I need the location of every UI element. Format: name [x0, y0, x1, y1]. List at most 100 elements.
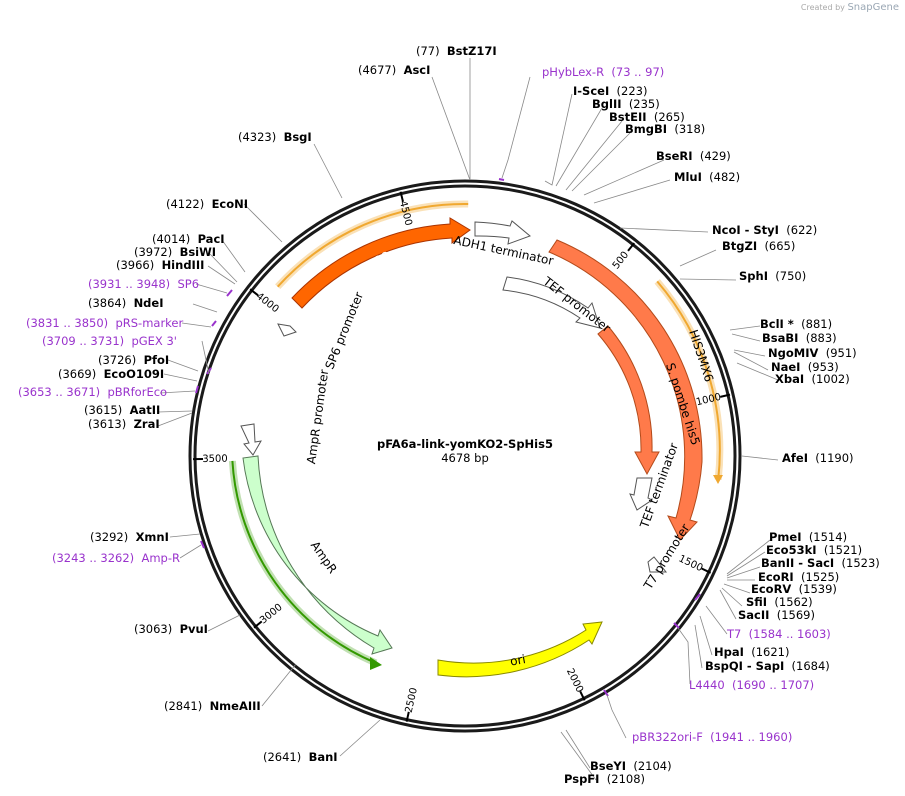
primer-label: (3931 .. 3948) SP6 — [88, 277, 199, 291]
feature-s-pombe-his5 — [597, 325, 660, 476]
label-name: pHybLex-R — [542, 65, 604, 79]
label-name: pGEX 3' — [131, 334, 177, 348]
feature-label-ampr-promoter: AmpR promoter — [304, 368, 331, 464]
feature-ampr — [242, 455, 393, 655]
tick-mark — [579, 690, 586, 701]
label-name: PmeI — [769, 530, 802, 544]
label-position: (3966) — [116, 258, 154, 272]
label-name: SphI — [739, 269, 768, 283]
site-label: (2641) BanI — [263, 750, 338, 764]
label-name: T7 — [726, 627, 741, 641]
site-label: (2841) NmeAIII — [164, 699, 261, 713]
feature-mko2 — [291, 217, 471, 309]
label-name: PspFI — [564, 772, 599, 786]
label-name: L4440 — [689, 678, 725, 692]
label-position: (318) — [674, 122, 705, 136]
label-position: (4323) — [238, 130, 276, 144]
label-position: (1190) — [815, 451, 853, 465]
site-label: BspQI - SapI (1684) — [705, 659, 830, 673]
label-position: (3726) — [98, 353, 136, 367]
feature-t7-promoter — [647, 556, 668, 573]
label-name: EcoRI — [758, 570, 794, 584]
label-name: NmeAIII — [210, 699, 261, 713]
label-name: BseYI — [590, 759, 626, 773]
label-position: (3243 .. 3262) — [52, 551, 134, 565]
label-position: (3669) — [58, 367, 96, 381]
feature-ori — [437, 621, 603, 678]
label-position: (2108) — [607, 772, 645, 786]
label-name: pBR322ori-F — [632, 730, 703, 744]
label-position: (1584 .. 1603) — [749, 627, 831, 641]
label-name: ZraI — [134, 417, 160, 431]
label-position: (1525) — [801, 570, 839, 584]
label-position: (265) — [654, 110, 685, 124]
site-label: EcoRV (1539) — [751, 582, 837, 596]
label-name: BstEII — [609, 110, 647, 124]
site-label: BseYI (2104) — [590, 759, 672, 773]
site-label: (4677) AscI — [358, 63, 430, 77]
tick-mark — [627, 242, 636, 252]
site-label: (3864) NdeI — [88, 296, 164, 310]
site-label: Eco53kI (1521) — [766, 543, 862, 557]
label-position: (1941 .. 1960) — [710, 730, 792, 744]
label-name: PvuI — [180, 622, 208, 636]
label-position: (235) — [629, 97, 660, 111]
label-name: BglII — [592, 97, 622, 111]
site-label: NaeI (953) — [771, 360, 839, 374]
label-name: NgoMIV — [768, 346, 818, 360]
label-position: (1539) — [799, 582, 837, 596]
site-label: BclI * (881) — [760, 317, 832, 331]
label-name: BsaBI — [762, 331, 798, 345]
label-position: (1521) — [824, 543, 862, 557]
ampr-orf-line — [231, 460, 377, 664]
site-label: BseRI (429) — [656, 149, 731, 163]
snapgene-credit: Created by SnapGene — [800, 2, 899, 13]
site-label: XbaI (1002) — [775, 372, 850, 386]
site-label: BtgZI (665) — [722, 239, 795, 253]
site-label: (3726) PfoI — [98, 353, 169, 367]
snapgene-logo-text: SnapGene — [847, 2, 899, 13]
label-name: pRS-marker — [115, 316, 183, 330]
site-label: (3292) XmnI — [90, 530, 169, 544]
feature-label-ori: ori — [509, 652, 527, 668]
tick-mark — [399, 191, 404, 202]
label-position: (951) — [826, 346, 857, 360]
label-position: (1569) — [777, 608, 815, 622]
label-name: AscI — [404, 63, 431, 77]
site-label: NcoI - StyI (622) — [712, 223, 817, 237]
site-label: PmeI (1514) — [769, 530, 847, 544]
site-label: PspFI (2108) — [564, 772, 645, 786]
label-position: (3615) — [84, 403, 122, 417]
label-position: (1562) — [774, 595, 812, 609]
label-name: Eco53kI — [766, 543, 817, 557]
feature-adh1-terminator — [474, 220, 531, 245]
feature-sp6-promoter — [277, 323, 297, 337]
label-position: (2841) — [164, 699, 202, 713]
site-label: MluI (482) — [674, 170, 740, 184]
label-name: XbaI — [775, 372, 804, 386]
features — [240, 217, 703, 678]
label-position: (1523) — [842, 556, 880, 570]
tick-mark — [253, 620, 263, 629]
label-name: BmgBI — [625, 122, 667, 136]
label-name: BsiWI — [180, 245, 217, 259]
label-position: (429) — [700, 149, 731, 163]
primer-label: L4440 (1690 .. 1707) — [689, 678, 814, 692]
primer-label: (3243 .. 3262) Amp-R — [52, 551, 180, 565]
feature-ampr-promoter — [240, 423, 262, 456]
mko2-orf-line — [276, 202, 469, 288]
feature-tef-terminator — [629, 477, 653, 511]
label-name: PacI — [198, 232, 225, 246]
label-name: MluI — [674, 170, 702, 184]
label-name: XmnI — [136, 530, 169, 544]
primer-label: (3653 .. 3671) pBRforEco — [18, 385, 167, 399]
tick-label: 500 — [611, 250, 631, 272]
feature-label-ampr: AmpR — [308, 539, 340, 576]
tick-mark — [249, 288, 259, 297]
orf-arcs — [228, 200, 724, 670]
label-position: (1002) — [811, 372, 849, 386]
tick-label: 2500 — [404, 687, 420, 714]
site-label: (3966) HindIII — [116, 258, 204, 272]
site-label: BsaBI (883) — [762, 331, 837, 345]
